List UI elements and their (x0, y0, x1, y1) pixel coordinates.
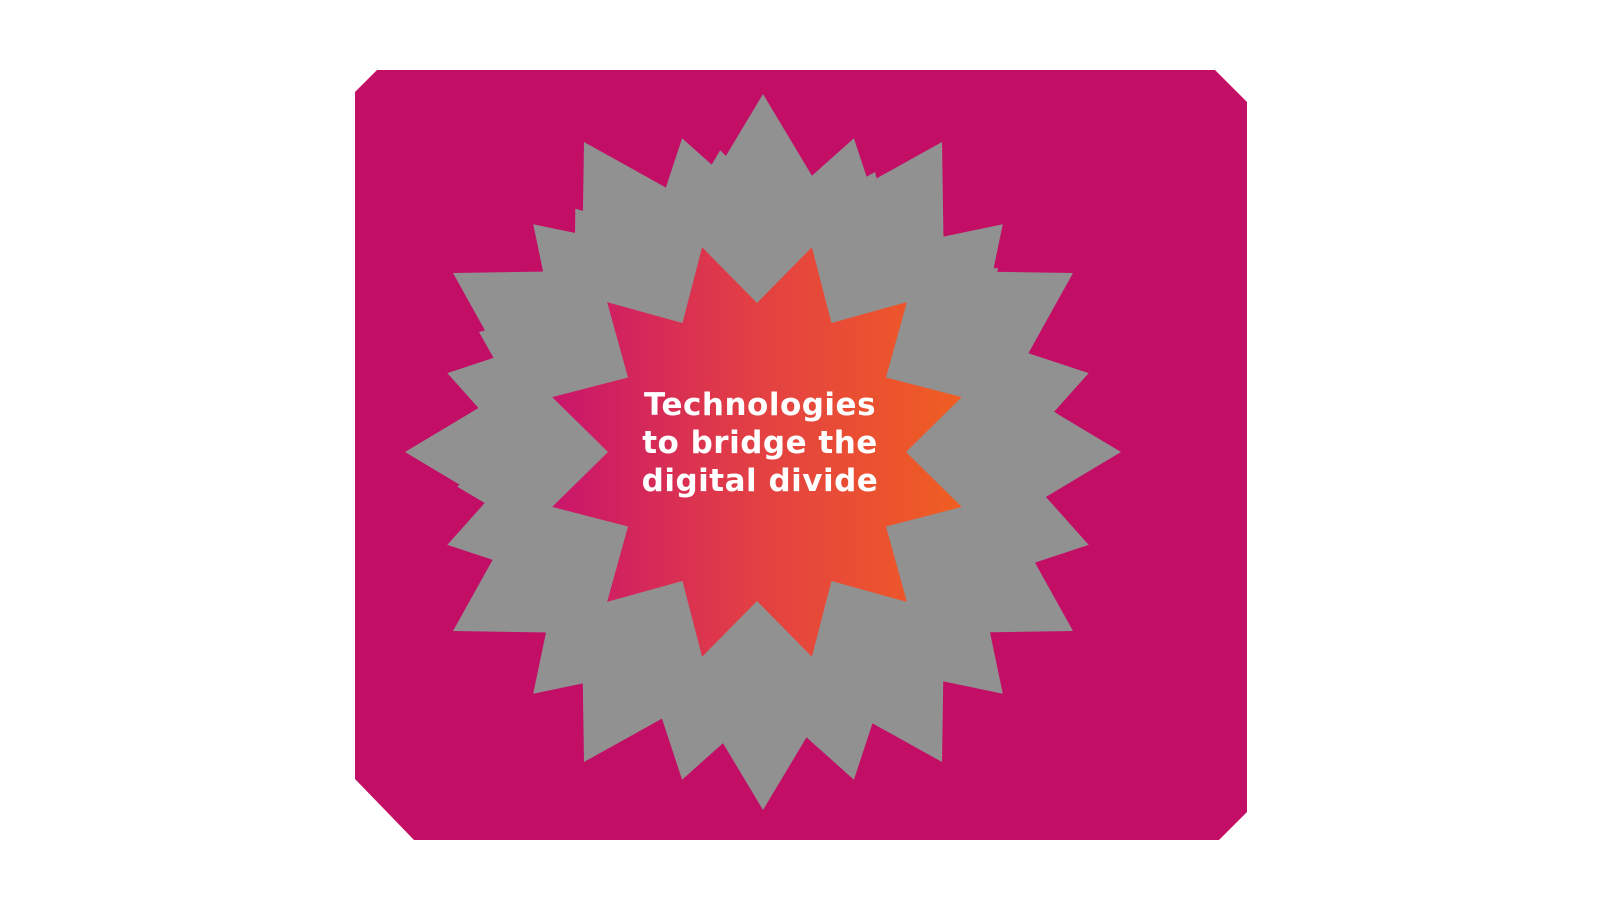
center-label-line-3: digital divide (641, 463, 879, 499)
center-label-line-2: to bridge the (642, 425, 878, 461)
center-label: Technologies to bridge the digital divid… (592, 386, 928, 500)
center-star (552, 247, 962, 657)
center-label-line-1: Technologies (643, 387, 877, 423)
